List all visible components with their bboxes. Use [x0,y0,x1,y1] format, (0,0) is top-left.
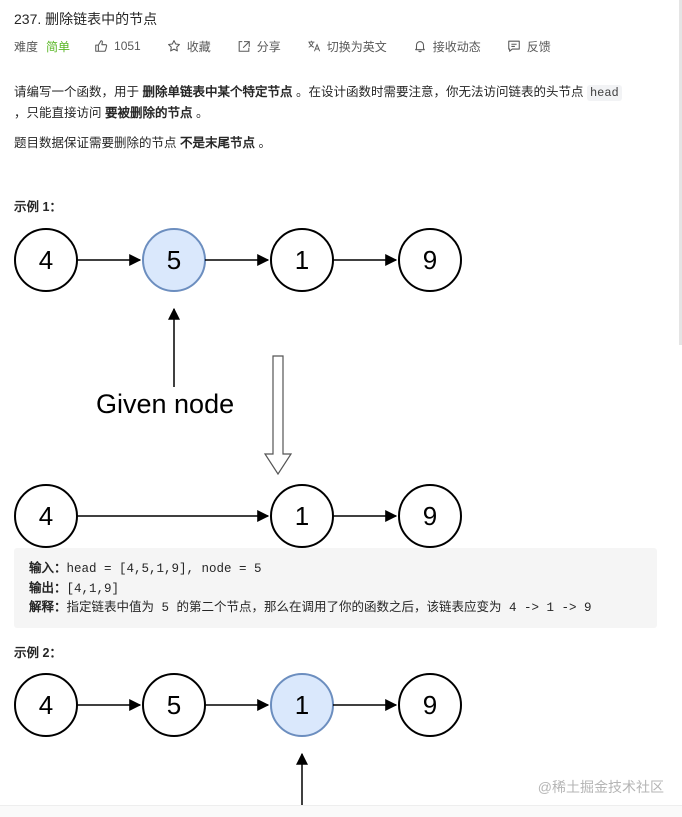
list-node: 9 [398,228,462,292]
svg-text:1: 1 [295,501,309,531]
list-node: 4 [14,484,78,548]
thumbs-up-icon [95,40,108,52]
list-node: 9 [398,673,462,737]
problem-title: 237. 删除链表中的节点 [14,11,158,27]
like-count: 1051 [114,39,141,53]
svg-text:4: 4 [39,501,53,531]
problem-meta-bar: 难度 简单 1051 收藏 分享 切换为英文 接收动态 反馈 [14,37,577,55]
svg-text:5: 5 [167,690,181,720]
svg-text:9: 9 [423,690,437,720]
watermark: @稀土掘金技术社区 [537,779,664,795]
problem-description: 请编写一个函数，用于 删除单链表中某个特定节点 。在设计函数时需要注意，你无法访… [14,82,650,153]
example-1-code-block: 输入：head = [4,5,1,9], node = 5 输出：[4,1,9]… [14,548,657,628]
after-list: 4 1 9 [14,484,462,548]
subscribe-button[interactable]: 接收动态 [413,38,481,55]
subscribe-label: 接收动态 [432,39,481,54]
svg-text:4: 4 [39,690,53,720]
list-node-highlighted: 5 [142,228,206,292]
example-output-row: 输出：[4,1,9] [29,580,120,596]
list-node: 1 [270,228,334,292]
difficulty-badge: 简单 [46,39,71,54]
svg-text:1: 1 [295,245,309,275]
list-node: 4 [14,228,78,292]
share-label: 分享 [256,39,281,54]
description-paragraph-2: 题目数据保证需要删除的节点 不是末尾节点 。 [14,136,271,150]
list-node: 9 [398,484,462,548]
difficulty-label: 难度 [14,39,39,54]
example-1-diagram: 4 5 1 9 Given node 4 1 9 [14,228,462,548]
description-paragraph-1: 请编写一个函数，用于 删除单链表中某个特定节点 。在设计函数时需要注意，你无法访… [14,82,650,123]
example-input-row: 输入：head = [4,5,1,9], node = 5 [29,561,262,576]
feedback-label: 反馈 [526,39,551,54]
svg-text:1: 1 [295,690,309,720]
share-icon [238,41,250,52]
feedback-button[interactable]: 反馈 [507,38,551,55]
favorite-label: 收藏 [186,39,211,54]
example-1-title: 示例 1： [14,200,62,214]
switch-language-label: 切换为英文 [326,39,387,54]
like-button[interactable]: 1051 [94,39,141,53]
switch-language-button[interactable]: 切换为英文 [307,38,387,55]
given-node-label: Given node [96,389,234,419]
example-explanation-row: 解释：指定链表中值为 5 的第二个节点，那么在调用了你的函数之后，该链表应变为 … [29,600,592,615]
inline-code-head: head [586,85,622,101]
scrollbar[interactable] [679,0,682,345]
example-2-title: 示例 2： [14,646,62,660]
translate-icon [308,40,320,52]
favorite-button[interactable]: 收藏 [167,38,211,55]
svg-text:9: 9 [423,501,437,531]
before-list: 4 5 1 9 [14,228,462,292]
list-node: 4 [14,673,78,737]
list-node: 1 [270,484,334,548]
example-2-diagram: 4 5 1 9 [14,673,462,805]
feedback-icon [508,40,520,52]
list-node: 5 [142,673,206,737]
svg-text:4: 4 [39,245,53,275]
svg-text:9: 9 [423,245,437,275]
star-icon [167,40,180,52]
bottom-toolbar [0,805,682,817]
share-button[interactable]: 分享 [237,38,281,55]
transform-down-arrow [263,355,293,476]
bell-icon [414,41,425,53]
list-node-highlighted: 1 [270,673,334,737]
svg-text:5: 5 [167,245,181,275]
